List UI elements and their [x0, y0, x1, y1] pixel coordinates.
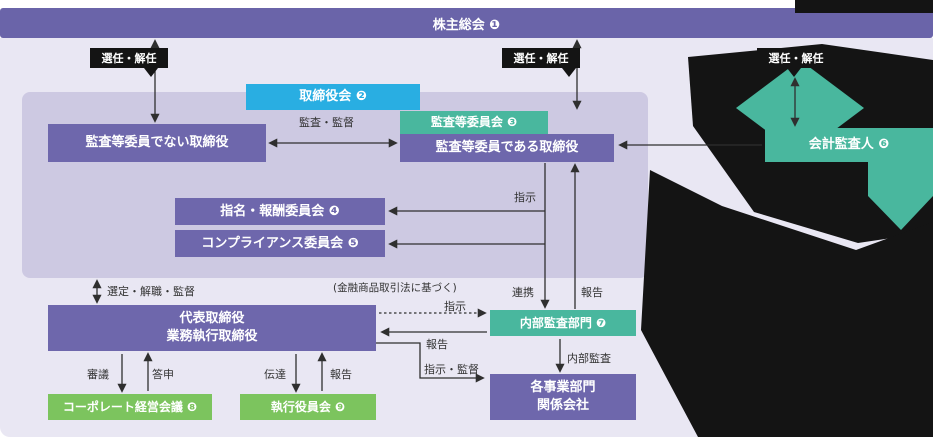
- corporate-management-meeting-box: コーポレート経営会議 ❽: [48, 394, 212, 420]
- non-audit-directors-box: 監査等委員でない取締役: [48, 124, 266, 162]
- edge-label-report: 報告: [581, 286, 603, 299]
- representative-director-line2: 業務執行取締役: [166, 329, 258, 344]
- edge-label-deliberate: 審議: [87, 368, 109, 381]
- business-divisions-line2: 関係会社: [536, 398, 589, 413]
- callout-label: 選任・解任: [768, 52, 824, 65]
- board-of-directors-box: 取締役会 ❷: [246, 84, 420, 110]
- callout-appoint-dismiss-1: 選任・解任: [90, 48, 168, 77]
- callout-tail: [144, 68, 158, 77]
- executive-officers-meeting-box: 執行役員会 ❾: [240, 394, 376, 420]
- callout-label: 選任・解任: [101, 52, 157, 65]
- edge-label-instruct-2: 指示: [444, 300, 466, 313]
- representative-director-box: 代表取締役 業務執行取締役: [48, 305, 376, 351]
- business-divisions-box: 各事業部門 関係会社: [490, 374, 636, 420]
- callout-appoint-dismiss-3: 選任・解任: [757, 48, 835, 77]
- edge-label-internal-audit: 内部監査: [567, 352, 611, 365]
- edge-label-fiea-note: (金融商品取引法に基づく): [333, 282, 457, 294]
- edge-label-reply: 答申: [152, 368, 174, 381]
- callout-tail: [787, 68, 801, 77]
- audit-directors-box: 監査等委員である取締役: [400, 134, 614, 162]
- edge-label-report-3: 報告: [330, 368, 352, 381]
- edge-label-select-dismiss-supervise: 選定・解職・監督: [107, 285, 195, 298]
- edge-label-cooperate: 連携: [512, 286, 534, 299]
- business-divisions-line1: 各事業部門: [530, 380, 596, 396]
- nomination-compensation-committee-box: 指名・報酬委員会 ❹: [175, 198, 385, 225]
- accounting-auditor-box: 会計監査人 ❻: [765, 128, 933, 162]
- callout-appoint-dismiss-2: 選任・解任: [502, 48, 580, 77]
- edge-label-instruct-supervise: 指示・監督: [424, 363, 479, 376]
- representative-director-line1: 代表取締役: [179, 311, 245, 327]
- shareholders-meeting-bar: 株主総会 ❶: [0, 8, 933, 38]
- edge-label-convey: 伝達: [264, 368, 286, 381]
- callout-tail: [562, 68, 576, 77]
- audit-committee-box: 監査等委員会 ❸: [400, 111, 548, 134]
- edge-label-audit-supervise: 監査・監督: [299, 116, 354, 129]
- arrows: [92, 39, 800, 393]
- edge-label-report-2: 報告: [426, 338, 448, 351]
- internal-audit-box: 内部監査部門 ❼: [490, 310, 636, 336]
- compliance-committee-box: コンプライアンス委員会 ❺: [175, 230, 385, 257]
- callout-label: 選任・解任: [513, 52, 569, 65]
- edge-label-instruct: 指示: [514, 191, 536, 204]
